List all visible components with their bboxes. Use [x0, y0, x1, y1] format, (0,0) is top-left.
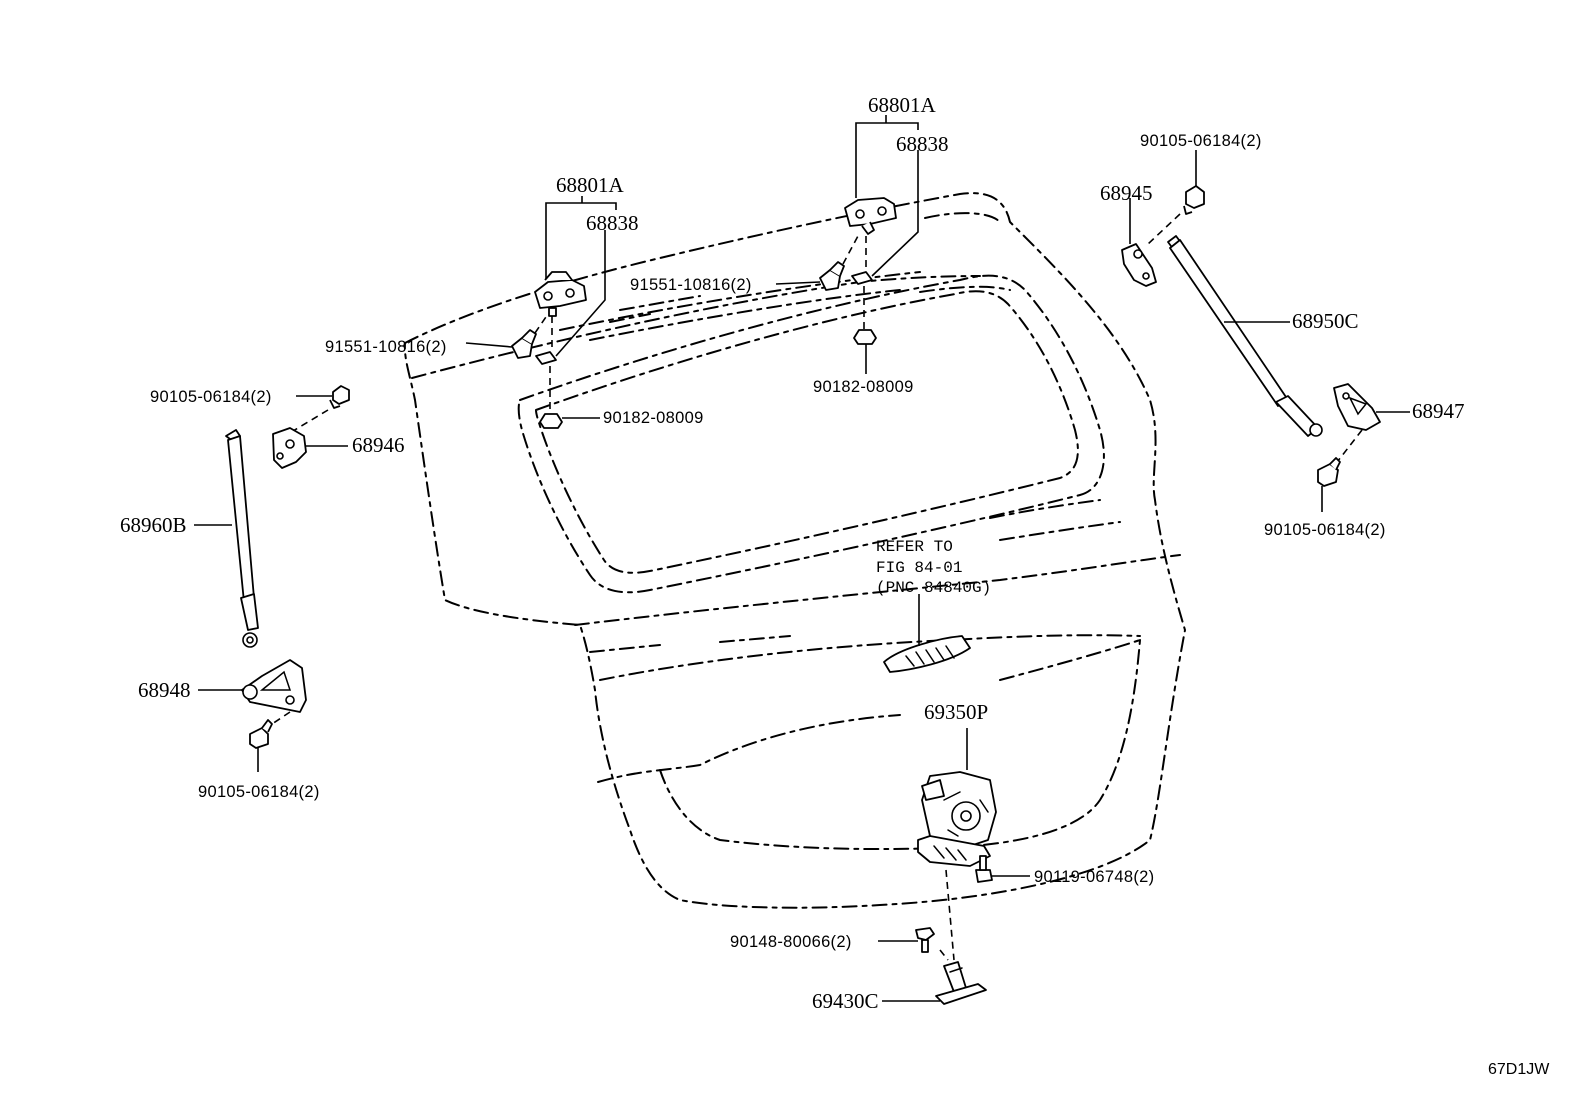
label-hinge-right: 68838 — [896, 132, 949, 156]
label-bolt-91551-left: 91551-10816(2) — [325, 338, 447, 356]
hinge-right — [844, 197, 897, 285]
label-bolt-90105-bottom-left: 90105-06184(2) — [198, 783, 320, 801]
label-bolt-90105-top-left: 90105-06184(2) — [150, 388, 272, 406]
label-stay-68950C: 68950C — [1292, 309, 1359, 333]
label-stay-68960B: 68960B — [120, 513, 187, 537]
label-screw-90148: 90148-80066(2) — [730, 933, 852, 951]
hinge-right-leaders — [855, 115, 919, 330]
lock-assembly-69350P — [917, 728, 997, 867]
label-striker-69430C: 69430C — [812, 989, 879, 1013]
label-hinge-assy-right: 68801A — [868, 93, 937, 117]
label-bracket-68946: 68946 — [352, 433, 405, 457]
label-bolt-90105-bottom-right: 90105-06184(2) — [1264, 521, 1386, 539]
bolt-91551-left — [465, 313, 549, 359]
bracket-68948 — [198, 659, 307, 729]
label-lock-69350P: 69350P — [924, 700, 988, 724]
bolt-90105-top-left — [287, 385, 350, 435]
label-bracket-68948: 68948 — [138, 678, 191, 702]
nut-90182-left — [539, 413, 600, 429]
hinge-left — [534, 271, 587, 365]
label-bracket-68947: 68947 — [1412, 399, 1465, 423]
label-bracket-68945: 68945 — [1100, 181, 1153, 205]
gas-stay-68960B — [194, 429, 259, 648]
label-bolt-91551-right: 91551-10816(2) — [630, 276, 752, 294]
label-hinge-assy-left: 68801A — [556, 173, 625, 197]
screw-90148 — [878, 927, 935, 953]
bolt-90119 — [975, 855, 1030, 883]
back-door-opener-switch — [883, 594, 971, 673]
part-labels: 68801A 68838 68801A 68838 91551-10816(2)… — [120, 93, 1550, 1078]
bolt-90105-top-right — [1147, 150, 1205, 245]
label-nut-90182-right: 90182-08009 — [813, 378, 914, 396]
bolt-91551-right — [775, 235, 859, 291]
rear-window-outline — [517, 274, 1105, 594]
label-nut-90182-left: 90182-08009 — [603, 409, 704, 427]
gas-stay-68950C — [1167, 235, 1323, 437]
label-hinge-left: 68838 — [586, 211, 639, 235]
label-bolt-90105-top-right: 90105-06184(2) — [1140, 132, 1262, 150]
hinge-left-leaders — [545, 196, 617, 410]
back-door-outline — [403, 192, 1186, 909]
bracket-68945 — [1121, 198, 1157, 287]
bracket-68947 — [1333, 383, 1410, 467]
figure-code: 67D1JW — [1488, 1061, 1550, 1078]
bolt-90105-bottom-right — [1317, 457, 1341, 512]
striker-69430C — [882, 869, 987, 1005]
bracket-68946 — [272, 427, 348, 469]
bolt-90105-bottom-left — [249, 719, 273, 772]
label-bolt-90119: 90119-06748(2) — [1034, 868, 1154, 886]
refer-line-3: (PNC 84840G) — [876, 579, 991, 597]
refer-line-1: REFER TO — [876, 538, 953, 556]
nut-90182-right — [853, 329, 877, 374]
refer-line-2: FIG 84-01 — [876, 559, 962, 577]
